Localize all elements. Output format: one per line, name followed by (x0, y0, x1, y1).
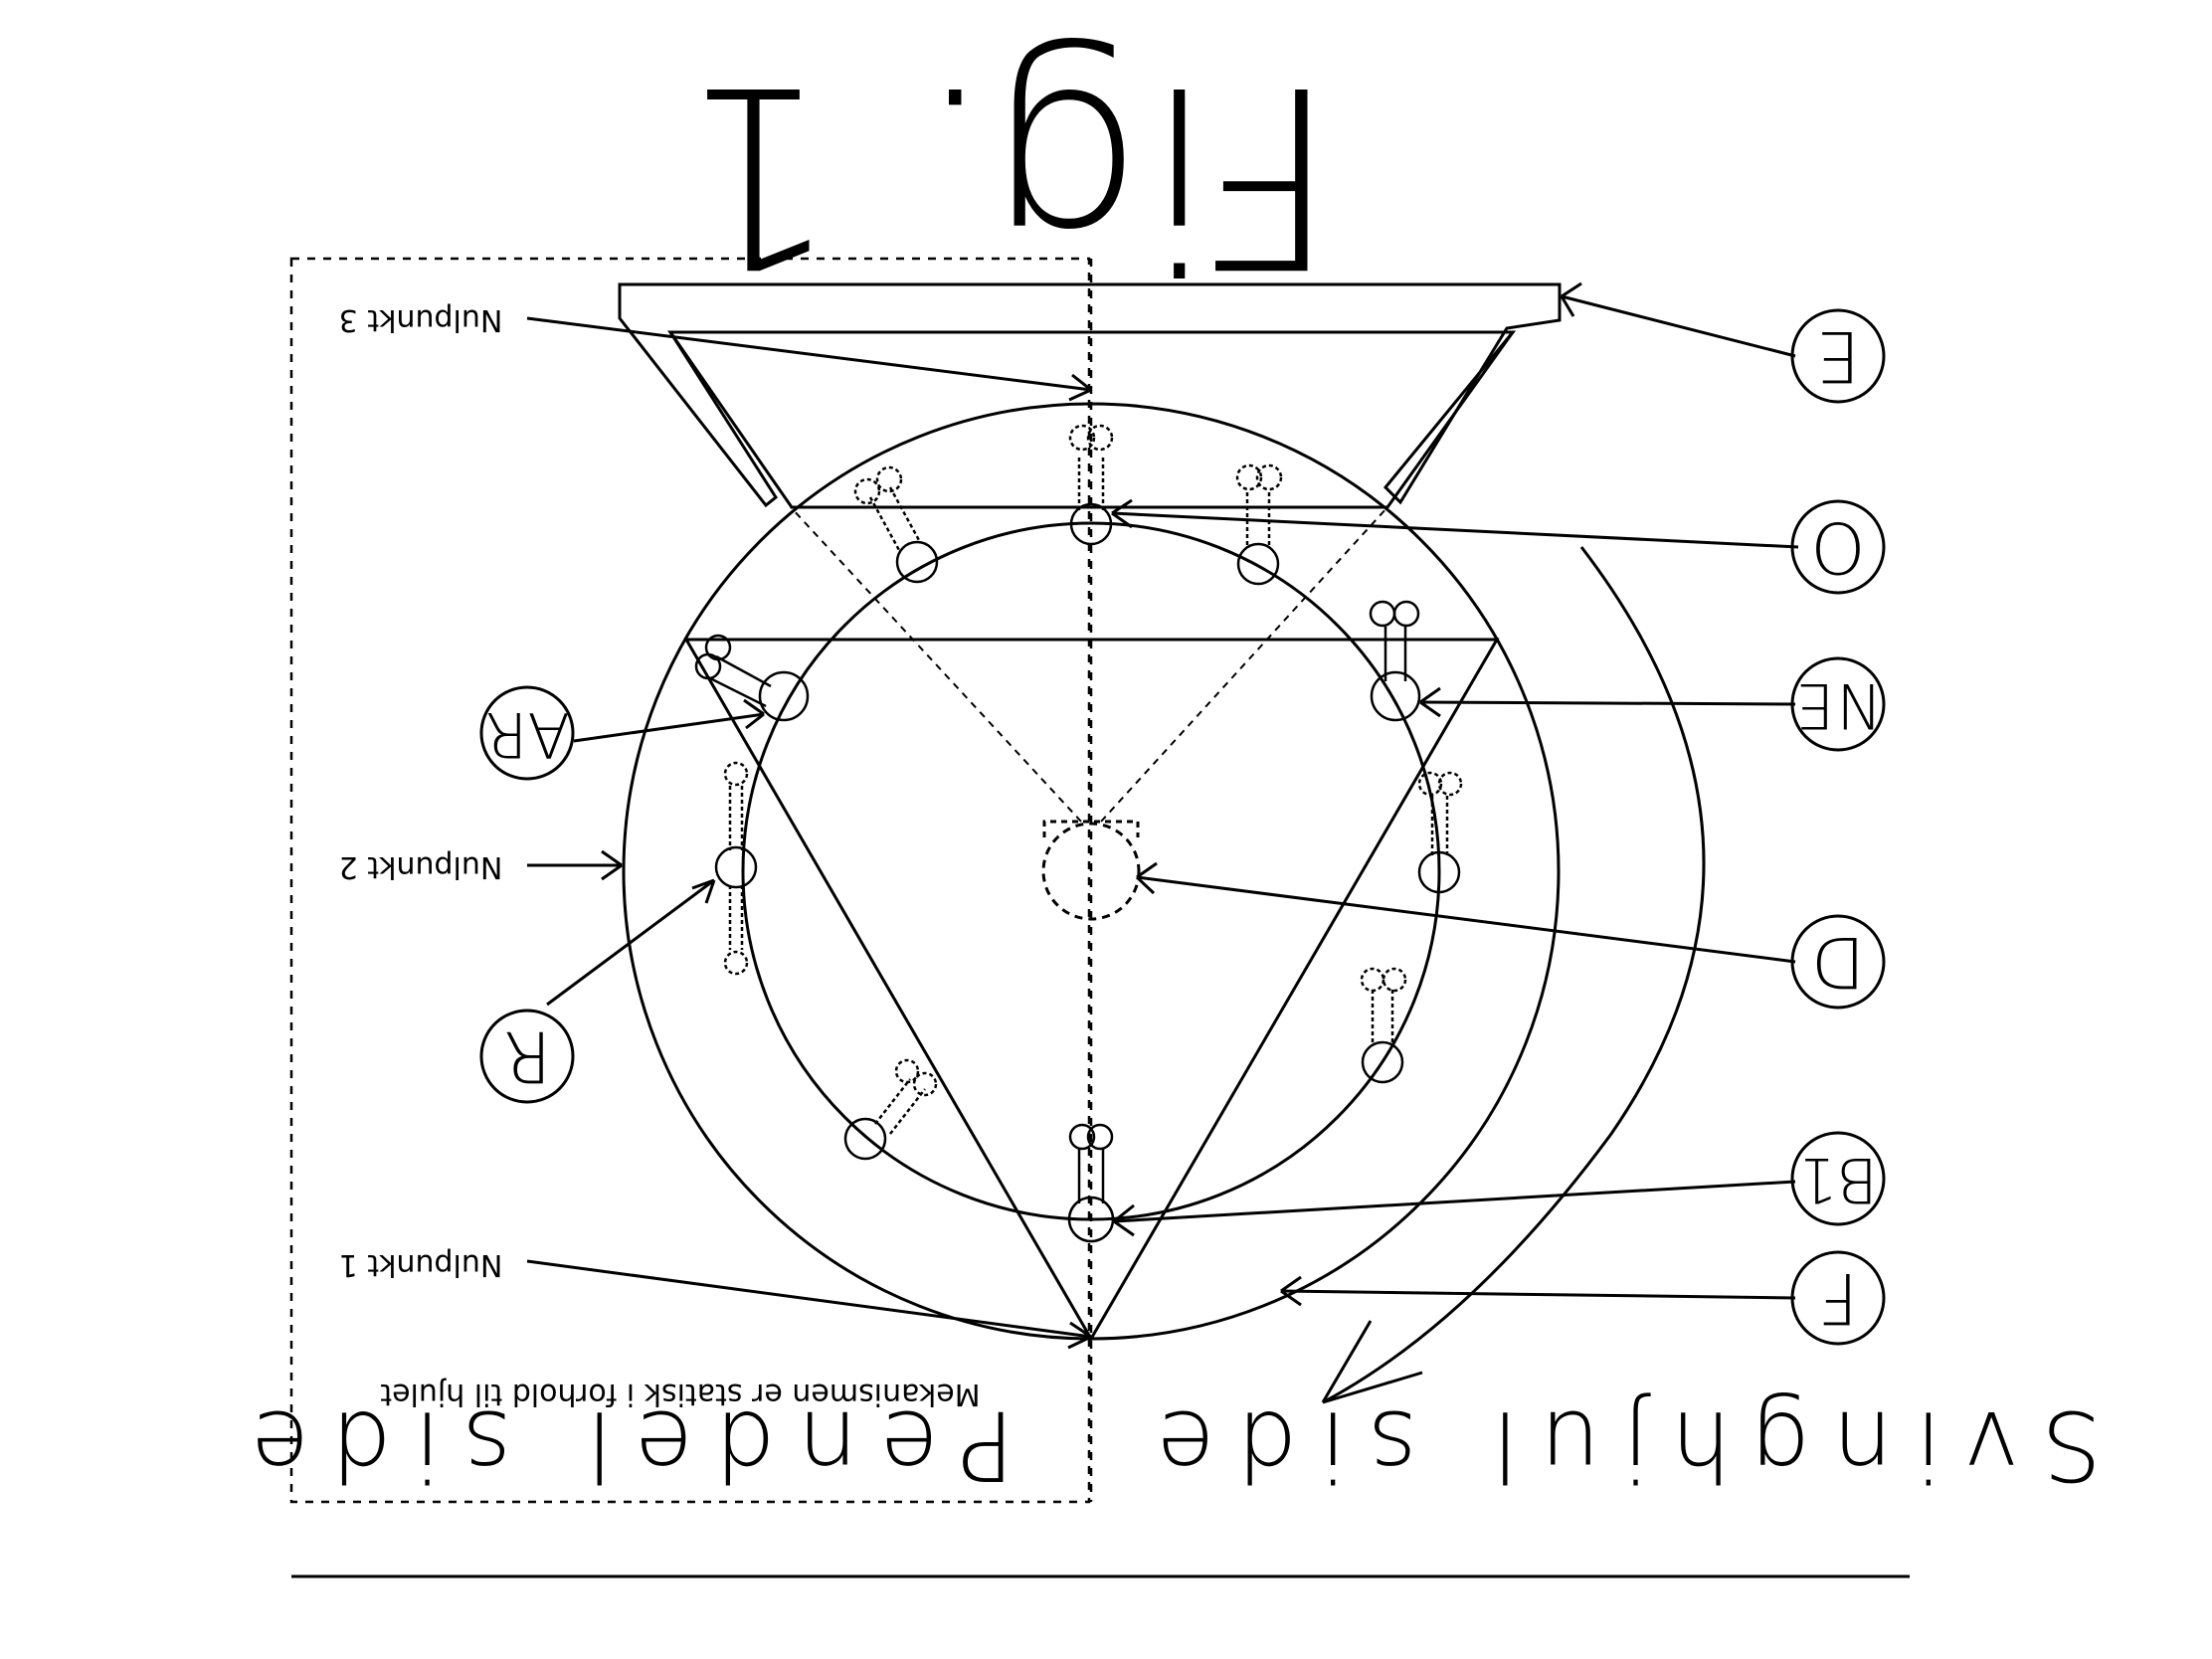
unit-ne (1369, 600, 1421, 722)
leader-d (1136, 875, 1796, 964)
nulpunkt-3-label: Nulpunkt 3 (339, 302, 503, 337)
unit-lower-right (1360, 967, 1407, 1084)
unit-r (714, 761, 758, 976)
callout-f: F (1818, 1257, 1858, 1339)
leader-nulpunkt-1 (526, 1259, 1092, 1339)
leader-f (1280, 1289, 1796, 1300)
leader-d-arrow (1135, 861, 1158, 895)
callout-d: D (1811, 921, 1865, 1003)
mechanism-units (694, 424, 1463, 1243)
callout-e-circle (1790, 308, 1886, 404)
pendel-side-label: Pendel side (229, 1389, 1014, 1501)
leader-b1 (1113, 1180, 1796, 1223)
rotation-arrow (1322, 546, 1706, 1404)
leader-nulpunkt-1-arrow (1067, 1321, 1092, 1350)
callout-ar: AR (484, 698, 570, 771)
leader-nulpunkt-3 (526, 316, 1092, 392)
callout-b1: B1 (1798, 1144, 1878, 1216)
unit-ar (694, 634, 810, 722)
dashed-v-left (790, 506, 1082, 823)
leader-o-arrow (1111, 498, 1133, 529)
callout-e: E (1816, 315, 1860, 397)
callout-ne: NE (1795, 669, 1881, 742)
dashed-v-right (1100, 506, 1388, 823)
callout-b1-circle (1790, 1131, 1886, 1226)
unit-top (1068, 424, 1114, 546)
figure-title: Fig. 1 (678, 31, 1338, 320)
leader-ne (1419, 700, 1796, 706)
leader-e-arrow (1560, 281, 1582, 317)
leader-f-arrow (1280, 1275, 1302, 1307)
frame-e-inner-triangle (667, 330, 1516, 509)
leader-ar-arrow (743, 698, 765, 730)
leader-r (546, 878, 715, 1007)
unit-bottom (1067, 1123, 1115, 1243)
mechanism-note: Mekanismen er statisk i forhold til hjul… (380, 1377, 981, 1411)
leader-e (1561, 294, 1796, 358)
callout-f-circle (1790, 1250, 1886, 1346)
leader-ar (573, 712, 765, 743)
unit-upper-left (853, 465, 939, 584)
callout-d-circle (1790, 914, 1886, 1010)
leader-b1-arrow (1113, 1203, 1135, 1237)
callout-ar-circle (479, 685, 575, 781)
callout-r-circle (479, 1009, 575, 1104)
callout-o-circle (1790, 499, 1886, 595)
callout-ne-circle (1790, 656, 1886, 752)
leader-ne-arrow (1419, 686, 1441, 718)
svinghjul-side-label: Svinghjul side (1134, 1389, 2102, 1501)
unit-lower-left (843, 1058, 938, 1161)
leader-o (1111, 511, 1799, 549)
callout-r: R (503, 1015, 552, 1097)
nulpunkt-2-label: Nulpunkt 2 (339, 849, 503, 884)
leader-nulpunkt-3-arrow (1068, 373, 1092, 402)
unit-right-middle (1417, 771, 1463, 894)
callout-o: O (1810, 506, 1865, 588)
rotation-arrowhead (1321, 1320, 1423, 1404)
frame-e-top (618, 282, 1562, 508)
pendel-side-box (289, 257, 1091, 1504)
leader-nulpunkt-2-arrow (601, 849, 623, 881)
unit-upper-right (1235, 463, 1283, 586)
leader-r-arrow (691, 878, 716, 904)
nulpunkt-1-label: Nulpunkt 1 (339, 1247, 503, 1282)
